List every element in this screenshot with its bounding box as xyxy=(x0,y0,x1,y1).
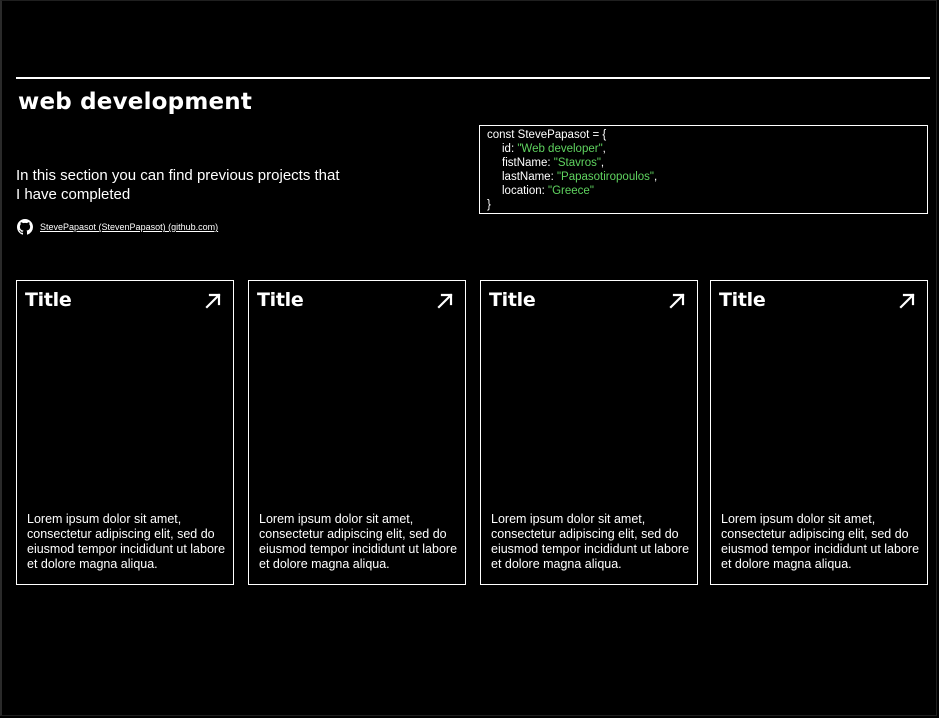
project-card-2[interactable]: Title Lorem ipsum dolor sit amet, consec… xyxy=(248,280,466,585)
project-card-4[interactable]: Title Lorem ipsum dolor sit amet, consec… xyxy=(710,280,928,585)
section-intro: In this section you can find previous pr… xyxy=(16,167,340,203)
card-description: Lorem ipsum dolor sit amet, consectetur … xyxy=(259,512,458,571)
code-line-firstname: fistName: "Stavros", xyxy=(502,157,605,169)
arrow-up-right-icon[interactable] xyxy=(204,292,222,310)
code-line-open: const StevePapasot = { xyxy=(487,129,607,141)
section-title: web development xyxy=(18,89,253,115)
card-title: Title xyxy=(25,289,72,311)
code-string: "Stavros" xyxy=(553,157,601,169)
arrow-up-right-icon[interactable] xyxy=(898,292,916,310)
code-string: "Web developer" xyxy=(517,143,603,155)
section-divider xyxy=(16,77,930,79)
card-title: Title xyxy=(719,289,766,311)
code-string: "Greece" xyxy=(548,185,594,197)
arrow-up-right-icon[interactable] xyxy=(668,292,686,310)
code-key: lastName: xyxy=(502,171,557,183)
code-line-id: id: "Web developer", xyxy=(502,143,606,155)
card-title: Title xyxy=(257,289,304,311)
card-description: Lorem ipsum dolor sit amet, consectetur … xyxy=(721,512,920,571)
code-key: id: xyxy=(502,143,518,155)
github-link-label: StevePapasot (StevenPapasot) (github.com… xyxy=(40,222,219,232)
card-description: Lorem ipsum dolor sit amet, consectetur … xyxy=(491,512,690,571)
card-description: Lorem ipsum dolor sit amet, consectetur … xyxy=(27,512,226,571)
code-key: fistName: xyxy=(502,157,554,169)
project-card-1[interactable]: Title Lorem ipsum dolor sit amet, consec… xyxy=(16,280,234,585)
code-snippet: const StevePapasot = { id: "Web develope… xyxy=(479,125,928,214)
code-key: location: xyxy=(502,185,549,197)
code-line-close: } xyxy=(487,199,491,211)
code-line-location: location: "Greece" xyxy=(487,184,920,198)
arrow-up-right-icon[interactable] xyxy=(436,292,454,310)
code-string: "Papasotiropoulos" xyxy=(556,171,654,183)
card-title: Title xyxy=(489,289,536,311)
project-card-3[interactable]: Title Lorem ipsum dolor sit amet, consec… xyxy=(480,280,698,585)
github-link[interactable]: StevePapasot (StevenPapasot) (github.com… xyxy=(17,219,218,235)
github-icon xyxy=(17,219,33,235)
code-line-lastname: lastName: "Papasotiropoulos", xyxy=(502,171,658,183)
